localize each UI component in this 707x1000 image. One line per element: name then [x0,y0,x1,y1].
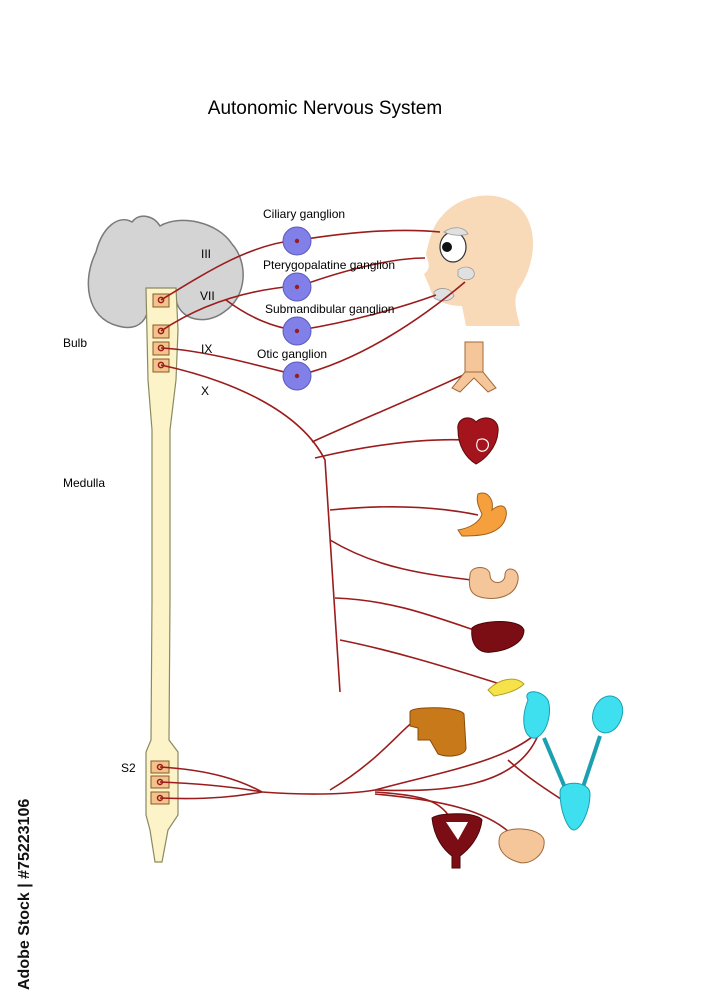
brainstem-nuclei [152,293,170,373]
stomach-icon [457,492,507,537]
uterus-icon [431,813,483,869]
nerve-label-iii: III [201,247,211,261]
salivary-gland-icon [433,288,455,302]
bulb-label: Bulb [63,336,87,350]
otic-ganglion-label: Otic ganglion [257,347,327,361]
s2-label: S2 [121,761,136,775]
nerve-label-vii: VII [200,289,215,303]
stock-watermark: Adobe Stock | #75223106 [16,799,33,990]
liver-icon [471,621,525,653]
ganglia [282,226,312,391]
parotid-gland-icon [457,266,475,281]
testis-icon [498,828,545,864]
spinal-cord [145,287,179,863]
nerve-fibers [159,229,571,839]
pterygopalatine-ganglion-label: Pterygopalatine ganglion [263,258,395,272]
ciliary-ganglion-label: Ciliary ganglion [263,207,345,221]
colon-icon [409,707,467,757]
kidney-icon [523,691,624,791]
heart-icon [457,417,499,465]
pancreas-icon [487,678,525,697]
medulla-label: Medulla [63,476,105,490]
bladder-icon [559,782,591,831]
diagram-title: Autonomic Nervous System [208,98,442,119]
head-illustration [424,195,534,326]
submandibular-ganglion-label: Submandibular ganglion [265,302,394,316]
brain-illustration [87,215,244,329]
trachea-lungs-icon [451,341,497,393]
nerve-label-ix: IX [201,342,212,356]
nerve-label-x: X [201,384,209,398]
intestine-icon [468,567,519,599]
